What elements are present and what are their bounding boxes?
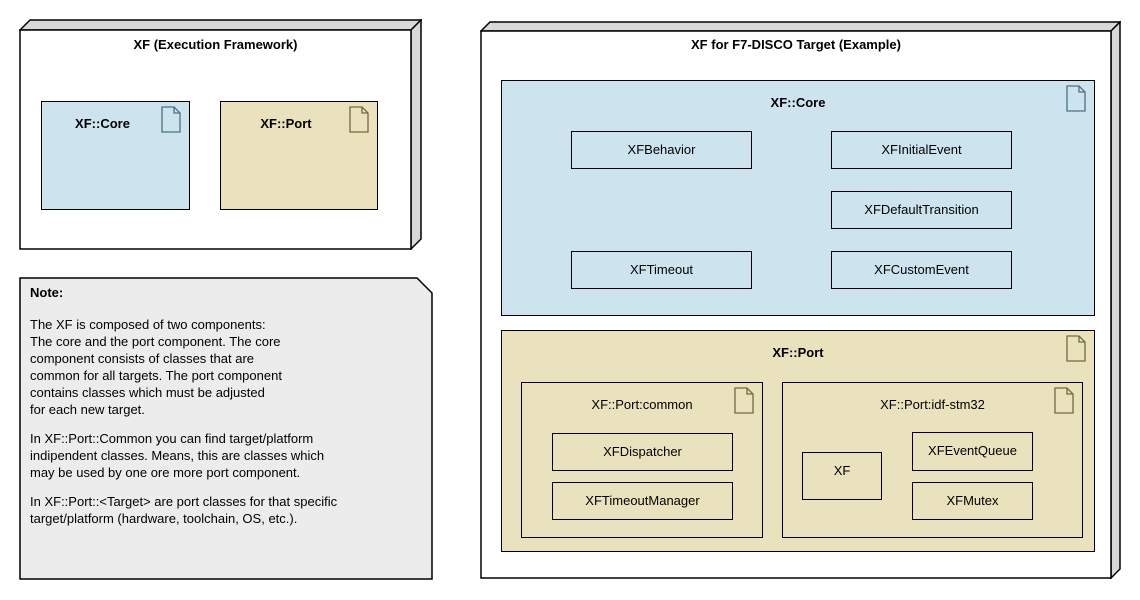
note-icon bbox=[1066, 335, 1086, 362]
class-xfdefaulttransition: XFDefaultTransition bbox=[831, 191, 1012, 229]
note-icon bbox=[1054, 387, 1074, 414]
package-title: XF::Port bbox=[260, 116, 312, 131]
note-icon bbox=[734, 387, 754, 414]
note-paragraph: The XF is composed of two components: Th… bbox=[30, 317, 282, 417]
class-xfbehavior: XFBehavior bbox=[571, 131, 752, 169]
package-title: XF::Core bbox=[75, 116, 130, 131]
package-xf-port-common: XF::Port:common XFDispatcher XFTimeoutMa… bbox=[521, 382, 763, 538]
class-xfinitialevent: XFInitialEvent bbox=[831, 131, 1012, 169]
package-xf-port-idf-stm32: XF::Port:idf-stm32 XF XFEventQueue XFMut… bbox=[782, 382, 1083, 538]
class-xftimeout: XFTimeout bbox=[571, 251, 752, 289]
note-outline bbox=[19, 277, 433, 580]
note-paragraph: In XF::Port::<Target> are port classes f… bbox=[30, 494, 338, 526]
note-heading: Note: bbox=[30, 285, 64, 300]
note-body: The XF is composed of two components: Th… bbox=[30, 316, 425, 539]
package-title: XF::Port bbox=[772, 345, 824, 360]
note-icon bbox=[1066, 85, 1086, 112]
class-xfcustomevent: XFCustomEvent bbox=[831, 251, 1012, 289]
package-title: XF::Core bbox=[770, 95, 826, 110]
package-title: XF::Port:idf-stm32 bbox=[880, 397, 985, 412]
note-paragraph: In XF::Port::Common you can find target/… bbox=[30, 431, 325, 480]
package-xf-core: XF::Core bbox=[41, 101, 190, 210]
class-xfdispatcher: XFDispatcher bbox=[552, 433, 733, 471]
package-xf-core-detail: XF::Core XFBehavior XFInitialEvent XFDef… bbox=[501, 80, 1095, 316]
note-icon bbox=[161, 106, 181, 133]
class-xf: XF bbox=[802, 452, 882, 500]
node-execution-framework: XF (Execution Framework) XF::Core XF::Po… bbox=[19, 19, 423, 251]
class-xfmutex: XFMutex bbox=[912, 482, 1033, 520]
node-title: XF (Execution Framework) bbox=[133, 37, 298, 52]
package-xf-port-detail: XF::Port XF::Port:common XFDispatcher XF… bbox=[501, 330, 1095, 552]
package-title: XF::Port:common bbox=[591, 397, 693, 412]
note-shape: Note: The XF is composed of two componen… bbox=[19, 277, 433, 580]
note-icon bbox=[349, 106, 369, 133]
node-title: XF for F7-DISCO Target (Example) bbox=[691, 37, 901, 52]
package-xf-port: XF::Port bbox=[220, 101, 378, 210]
class-xftimeoutmanager: XFTimeoutManager bbox=[552, 482, 733, 520]
class-xfeventqueue: XFEventQueue bbox=[912, 432, 1033, 471]
node-f7-disco-target: XF for F7-DISCO Target (Example) XF::Cor… bbox=[480, 21, 1122, 580]
